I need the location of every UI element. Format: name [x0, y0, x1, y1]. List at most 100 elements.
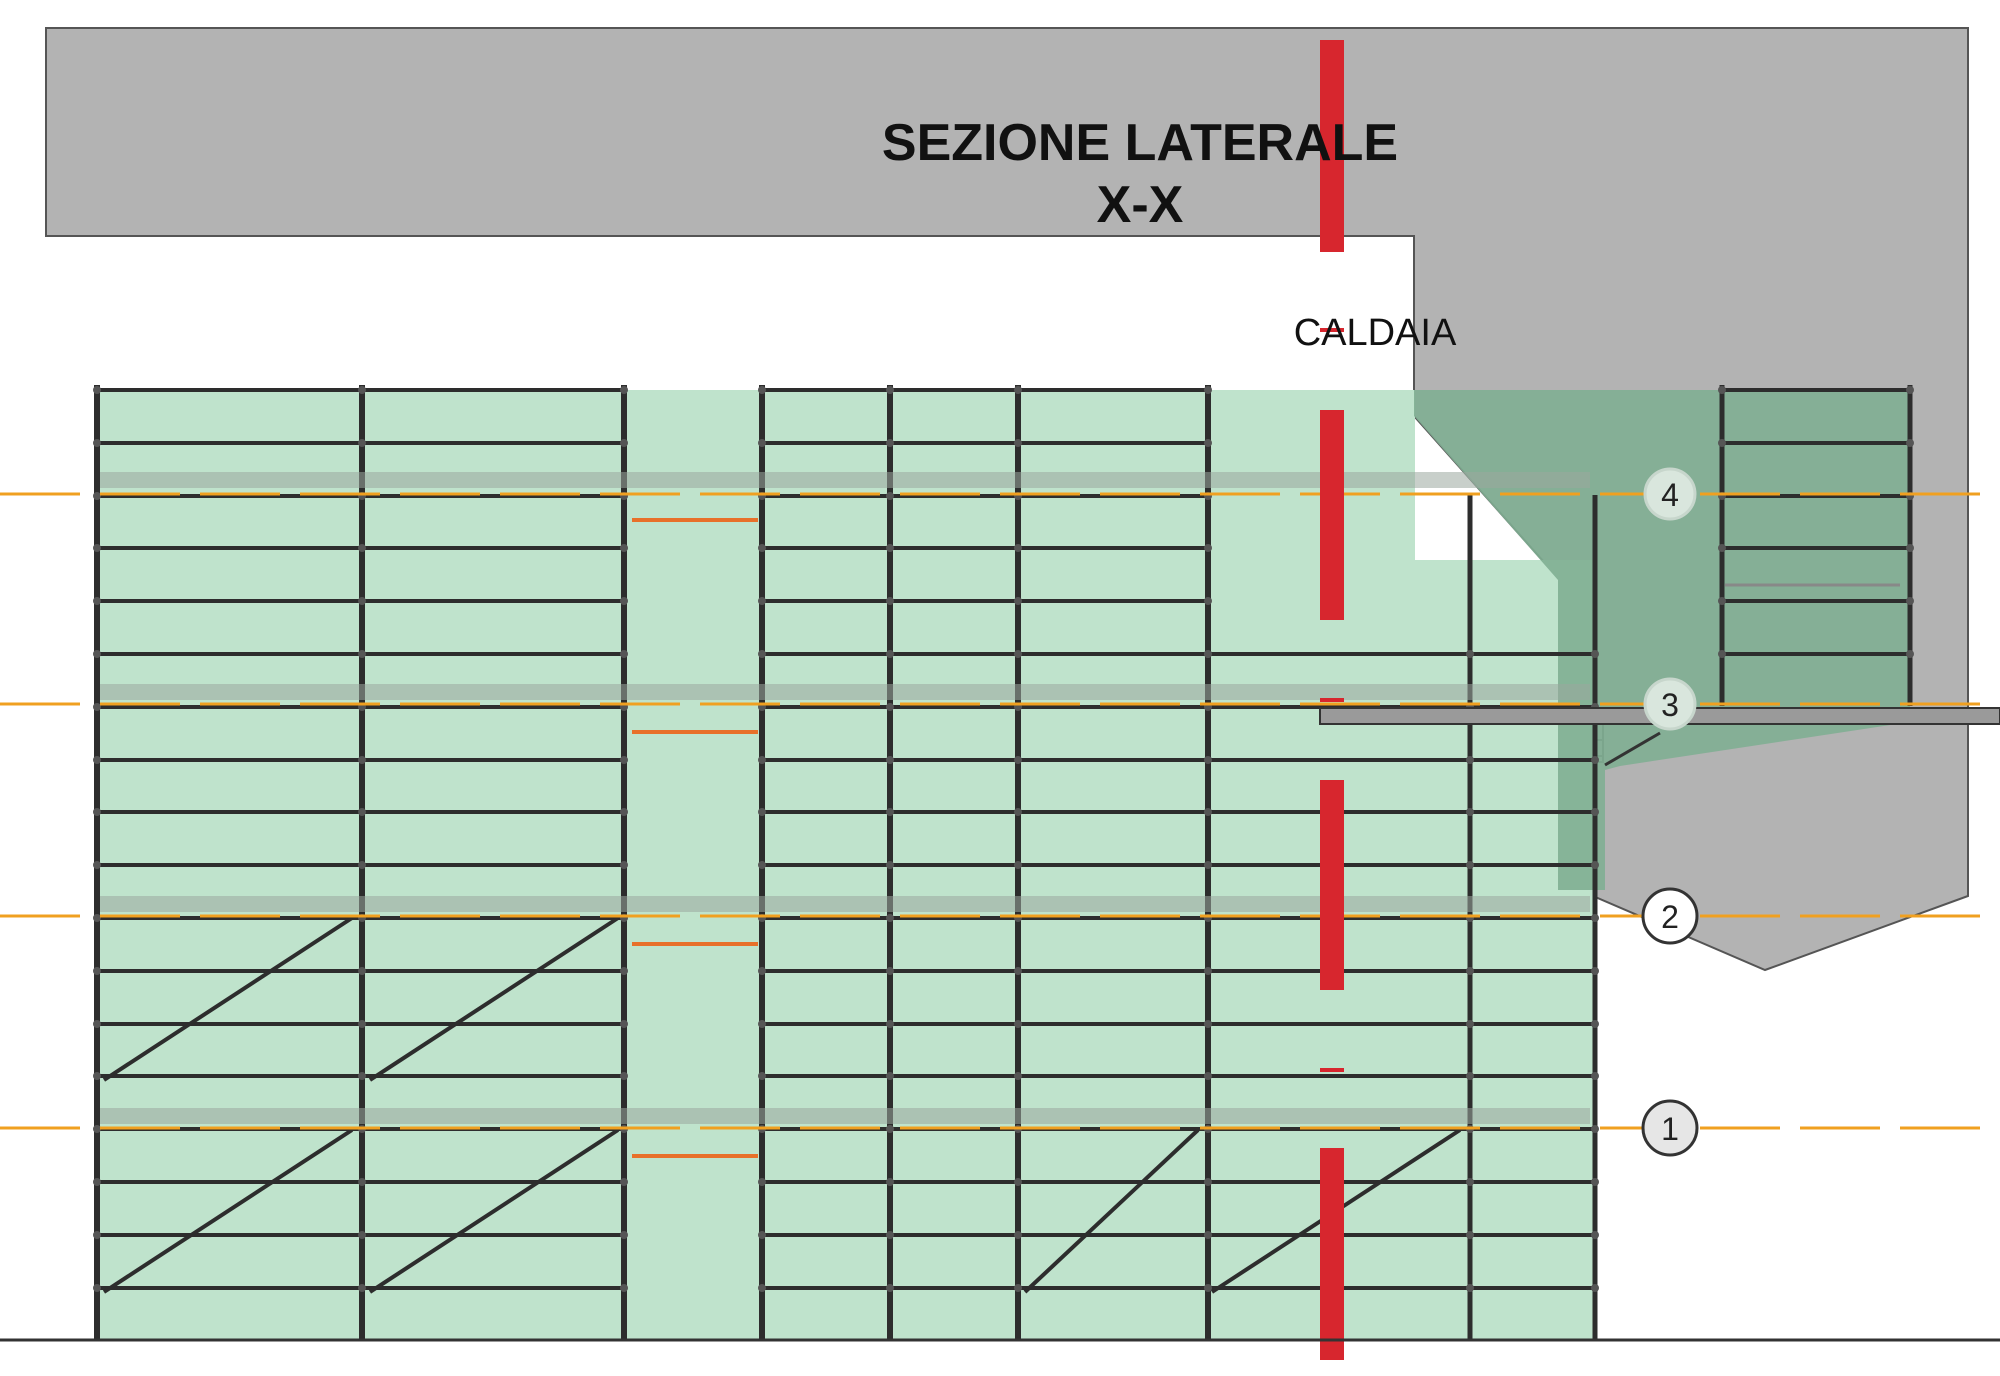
- scaffold-clamp: [620, 439, 628, 447]
- scaffold-clamp: [93, 861, 101, 869]
- scaffold-clamp: [1204, 1284, 1212, 1292]
- scaffold-corridor: [625, 390, 760, 1340]
- scaffold-clamp: [620, 1284, 628, 1292]
- scaffold-clamp: [620, 386, 628, 394]
- level-marker-circle-icon: [1641, 887, 1699, 945]
- drawing-title: SEZIONE LATERALE: [882, 114, 1398, 172]
- scaffold-clamp: [1906, 544, 1914, 552]
- scaffold-clamp: [758, 650, 766, 658]
- scaffold-clamp: [620, 861, 628, 869]
- scaffold-clamp: [886, 914, 894, 922]
- scaffold-clamp: [1204, 808, 1212, 816]
- scaffold-clamp: [358, 861, 366, 869]
- level-marker-3: 3: [1643, 677, 1697, 731]
- scaffold-clamp: [1014, 861, 1022, 869]
- scaffold-clamp: [758, 1020, 766, 1028]
- scaffold-clamp: [1204, 756, 1212, 764]
- scaffold-clamp: [358, 756, 366, 764]
- scaffold-clamp: [93, 1125, 101, 1133]
- level-marker-1: 1: [1641, 1099, 1699, 1157]
- level-marker-label: 1: [1661, 1111, 1679, 1147]
- support-brace: [1604, 731, 1661, 767]
- scaffold-clamp: [358, 439, 366, 447]
- level-marker-2: 2: [1641, 887, 1699, 945]
- scaffold-clamp: [758, 386, 766, 394]
- scaffold-clamp: [93, 1284, 101, 1292]
- scaffold-clamp: [758, 597, 766, 605]
- section-cut-dot: [1320, 698, 1344, 702]
- scaffold-clamp: [1466, 1178, 1474, 1186]
- scaffold-clamp: [620, 544, 628, 552]
- scaffold-brace: [102, 1128, 354, 1294]
- scaffold-clamp: [1718, 650, 1726, 658]
- scaffold-clamp: [93, 1231, 101, 1239]
- scaffold-clamp: [1204, 1020, 1212, 1028]
- scaffold-clamp: [93, 967, 101, 975]
- scaffold-clamp: [886, 1284, 894, 1292]
- scaffold-clamp: [358, 808, 366, 816]
- section-cut-dot: [1320, 328, 1344, 332]
- scaffold-clamp: [620, 1231, 628, 1239]
- scaffold-clamp: [1014, 808, 1022, 816]
- section-cut-dot: [1320, 1068, 1344, 1072]
- scaffold-clamp: [1466, 808, 1474, 816]
- scaffold-clamp: [620, 1020, 628, 1028]
- scaffold-clamp: [358, 1020, 366, 1028]
- scaffold-brace: [1023, 1128, 1200, 1294]
- scaffold-clamp: [1718, 597, 1726, 605]
- scaffold-clamp: [758, 861, 766, 869]
- drawing-subtitle: X-X: [1097, 176, 1184, 234]
- scaffold-clamp: [1591, 914, 1599, 922]
- scaffold-clamp: [1204, 597, 1212, 605]
- scaffold-clamp: [1466, 1284, 1474, 1292]
- scaffold-clamp: [620, 967, 628, 975]
- section-cut-segment: [1320, 410, 1344, 620]
- scaffold-clamp: [886, 756, 894, 764]
- scaffold-clamp: [758, 1284, 766, 1292]
- scaffold-clamp: [886, 861, 894, 869]
- scaffold-platform: [100, 684, 1590, 700]
- scaffold-clamp: [1466, 861, 1474, 869]
- scaffold-clamp: [93, 492, 101, 500]
- scaffold-clamp: [886, 967, 894, 975]
- section-cut-segment: [1320, 40, 1344, 252]
- scaffold-clamp: [93, 1072, 101, 1080]
- scaffold-platform: [100, 1108, 1590, 1124]
- scaffold-clamp: [93, 544, 101, 552]
- scaffold-clamp: [93, 1020, 101, 1028]
- scaffold-clamp: [758, 1178, 766, 1186]
- scaffold-clamp: [1906, 650, 1914, 658]
- scaffold-clamp: [758, 439, 766, 447]
- scaffold-clamp: [1204, 439, 1212, 447]
- scaffold-clamp: [886, 544, 894, 552]
- level-marker-label: 4: [1661, 477, 1679, 513]
- scaffold-clamp: [358, 544, 366, 552]
- scaffold-clamp: [886, 1178, 894, 1186]
- scaffold-clamp: [758, 1231, 766, 1239]
- level-marker-label: 3: [1661, 687, 1679, 723]
- scaffold-clamp: [758, 756, 766, 764]
- scaffold-clamp: [1591, 967, 1599, 975]
- scaffold-brace: [368, 1128, 620, 1294]
- scaffold-brace: [102, 916, 354, 1082]
- scaffold-clamp: [93, 650, 101, 658]
- scaffold-clamp: [1466, 650, 1474, 658]
- scaffold-clamp: [1591, 808, 1599, 816]
- scaffold-clamp: [1591, 1072, 1599, 1080]
- section-cut-segment: [1320, 1148, 1344, 1360]
- scaffold-clamp: [620, 597, 628, 605]
- scaffold-clamp: [758, 808, 766, 816]
- scaffold-clamp: [620, 650, 628, 658]
- scaffold-clamp: [886, 597, 894, 605]
- scaffold-clamp: [886, 703, 894, 711]
- scaffold-clamp: [1014, 1178, 1022, 1186]
- scaffold-platform: [100, 896, 1590, 912]
- scaffold-clamp: [358, 1178, 366, 1186]
- level-marker-circle-icon: [1641, 1099, 1699, 1157]
- scaffold-clamp: [1014, 386, 1022, 394]
- scaffold-clamp: [1204, 861, 1212, 869]
- scaffold-overlap: [1414, 390, 1910, 890]
- scaffold-clamp: [886, 439, 894, 447]
- scaffold-clamp: [93, 439, 101, 447]
